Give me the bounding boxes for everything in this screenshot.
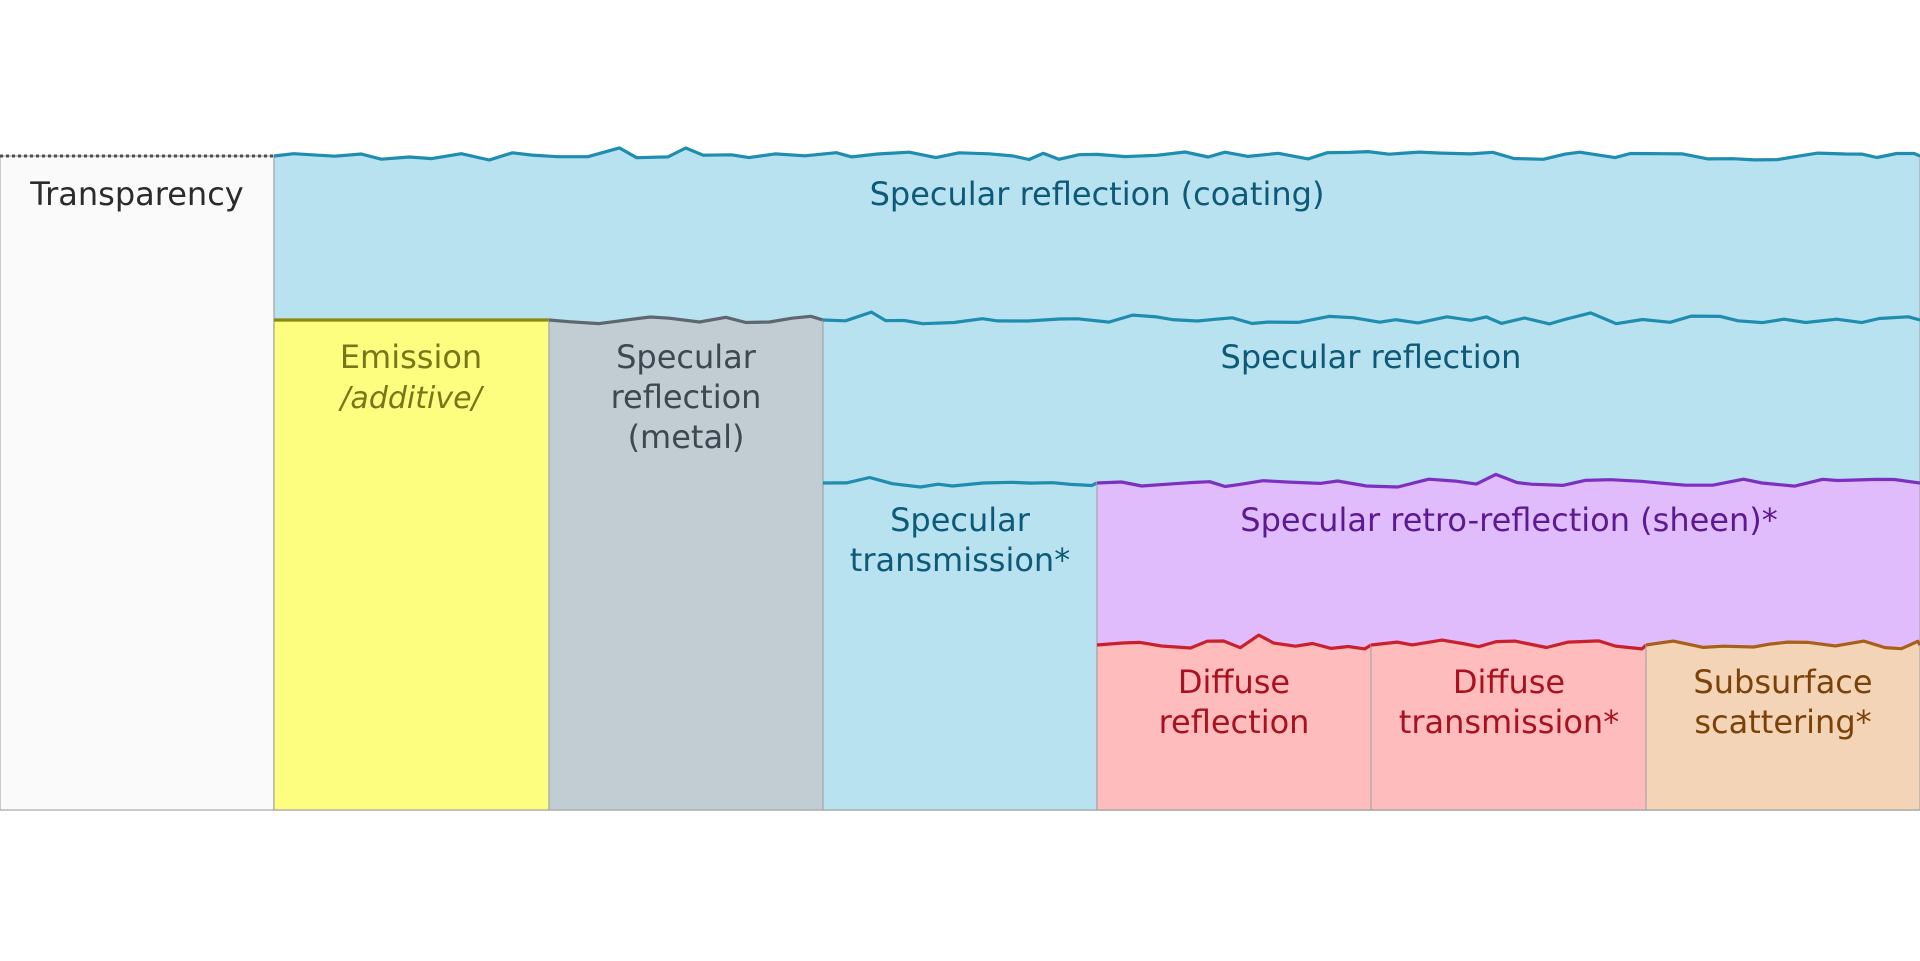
layer-label-line: transmission* (850, 541, 1070, 579)
layer-label-line: Specular retro-reflection (sheen)* (1240, 501, 1778, 539)
layer-label-line: Diffuse (1453, 663, 1565, 701)
layer-edge-diffuse-reflection (1096, 633, 1372, 651)
layer-edge-transmission (822, 475, 1098, 489)
layer-label-line: (metal) (628, 418, 745, 456)
layer-label-coating: Specular reflection (coating) (870, 175, 1325, 213)
layer-label-line: Diffuse (1178, 663, 1290, 701)
layer-sublabel: /additive/ (337, 381, 484, 416)
layer-label-emission: Emission/additive/ (337, 338, 484, 416)
layer-block-transparency (0, 155, 275, 811)
layer-label-specular: Specular reflection (1221, 338, 1522, 376)
layer-edge-metal (548, 314, 824, 326)
layer-label-line: Emission (340, 338, 482, 376)
layer-label-line: reflection (1159, 703, 1310, 741)
layer-label-line: Transparency (29, 175, 243, 213)
layer-label-line: Specular reflection (1221, 338, 1522, 376)
layer-edge-coating (273, 146, 1920, 162)
layer-label-sheen: Specular retro-reflection (sheen)* (1240, 501, 1778, 539)
layer-transparency: Transparency (0, 154, 275, 811)
layer-label-line: reflection (611, 378, 762, 416)
layer-edge-subsurface (1645, 639, 1920, 651)
layer-label-transparency: Transparency (29, 175, 243, 213)
layer-edge-sheen (1096, 472, 1920, 489)
layer-edge-specular (822, 310, 1920, 326)
layer-label-line: scattering* (1694, 703, 1871, 741)
layer-label-line: Subsurface (1693, 663, 1872, 701)
layer-label-line: Specular (890, 501, 1031, 539)
layer-label-line: transmission* (1399, 703, 1619, 741)
layer-label-line: Specular (616, 338, 757, 376)
layer-label-line: Specular reflection (coating) (870, 175, 1325, 213)
layer-emission: Emission/additive/ (273, 318, 550, 811)
layer-edge-diffuse-transmission (1370, 638, 1648, 651)
